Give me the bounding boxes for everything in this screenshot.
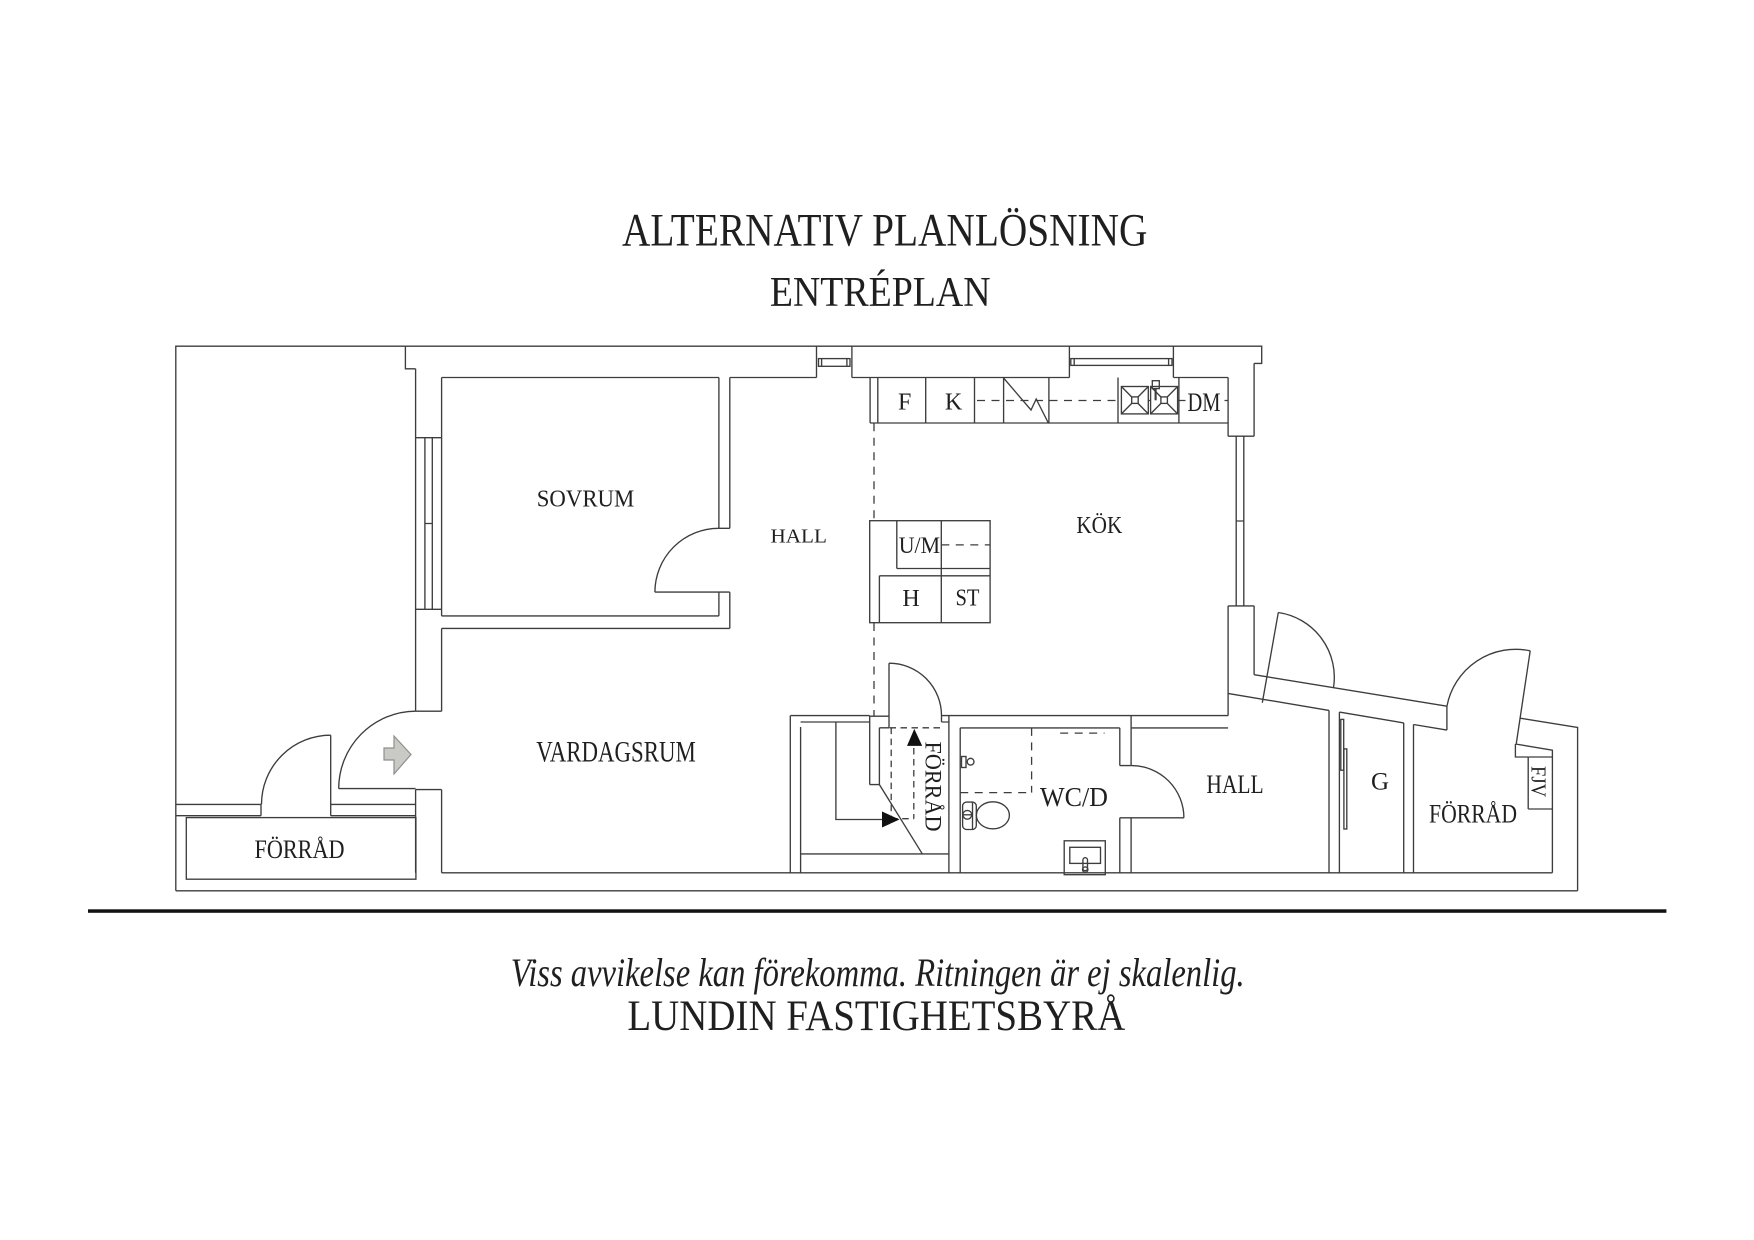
svg-text:G: G [1371, 769, 1389, 796]
svg-text:H: H [902, 586, 919, 612]
svg-text:HALL: HALL [1206, 770, 1263, 799]
svg-text:F: F [898, 390, 911, 416]
svg-text:HALL: HALL [771, 525, 827, 547]
svg-text:FÖRRÅD: FÖRRÅD [255, 835, 345, 864]
svg-text:FÖRRÅD: FÖRRÅD [1429, 800, 1517, 829]
svg-text:SOVRUM: SOVRUM [537, 487, 635, 513]
svg-text:FÖRRÅD: FÖRRÅD [921, 742, 946, 832]
svg-text:WC/D: WC/D [1040, 782, 1108, 812]
svg-text:ST: ST [956, 586, 980, 612]
svg-text:ALTERNATIV PLANLÖSNING: ALTERNATIV PLANLÖSNING [622, 205, 1147, 257]
svg-text:Viss avvikelse kan förekomma.: Viss avvikelse kan förekomma. Ritningen … [511, 950, 1245, 995]
svg-text:KÖK: KÖK [1076, 513, 1122, 539]
svg-text:FJV: FJV [1527, 766, 1551, 797]
svg-text:K: K [945, 390, 963, 416]
svg-text:LUNDIN FASTIGHETSBYRÅ: LUNDIN FASTIGHETSBYRÅ [627, 993, 1125, 1040]
svg-text:ENTRÉPLAN: ENTRÉPLAN [770, 269, 991, 316]
svg-text:VARDAGSRUM: VARDAGSRUM [536, 736, 696, 769]
svg-text:U/M: U/M [899, 533, 940, 558]
svg-text:DM: DM [1188, 388, 1221, 417]
